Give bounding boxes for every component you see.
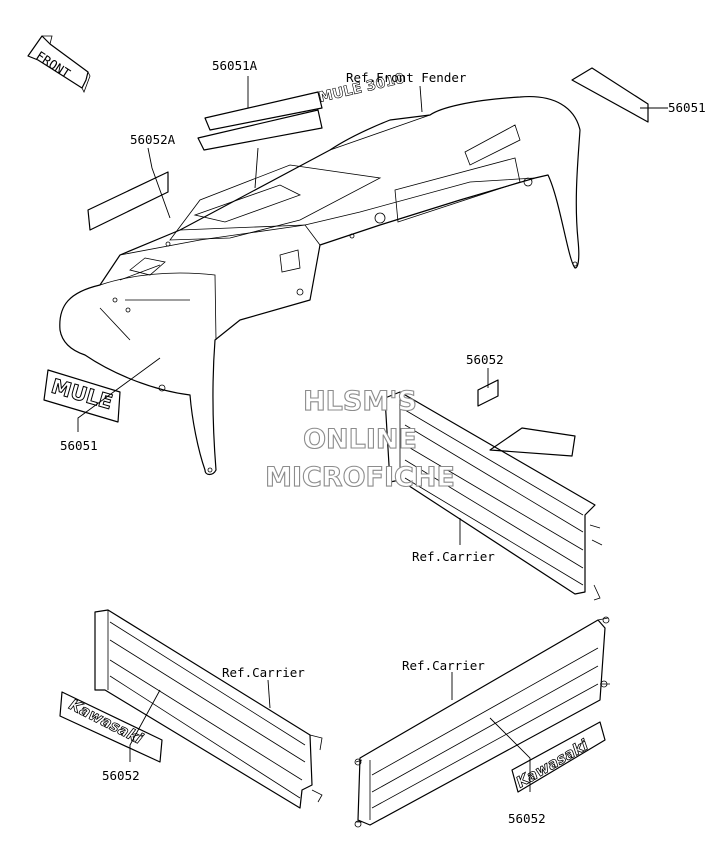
label-56051-left: 56051 (60, 438, 98, 453)
decal-strip-56052-top (477, 379, 499, 407)
leader-lines (77, 76, 668, 792)
label-56051-right: 56051 (668, 100, 706, 115)
label-56052-right: 56052 (508, 811, 546, 826)
label-56052-left: 56052 (102, 768, 140, 783)
label-ref-carrier-left: Ref.Carrier (222, 665, 305, 680)
front-fender (59, 96, 581, 476)
kawasaki-badge-left (59, 691, 163, 763)
front-arrow-icon: FRONT (27, 35, 91, 93)
label-56052-top: 56052 (466, 352, 504, 367)
decal-strip-56052a (87, 171, 169, 231)
watermark-line2: ONLINE (303, 424, 417, 455)
decal-strip-56051-right (571, 67, 649, 123)
watermark-line1: HLSM'S (303, 386, 417, 417)
kawasaki-left-text: Kawasaki (66, 696, 146, 749)
label-ref-front-fender: Ref.Front Fender (346, 70, 467, 85)
carrier-gate-left: Kawasaki (59, 609, 323, 809)
label-56052a: 56052A (130, 132, 176, 147)
kawasaki-badge-right (511, 721, 606, 793)
carrier-gate-top (384, 379, 603, 601)
label-56051a: 56051A (212, 58, 258, 73)
carrier-gate-right: Kawasaki (354, 616, 610, 828)
label-ref-carrier-right: Ref.Carrier (402, 658, 485, 673)
watermark: HLSM'S ONLINE MICROFICHE (265, 385, 456, 493)
front-label: FRONT (33, 48, 73, 81)
label-ref-carrier-top: Ref.Carrier (412, 549, 495, 564)
watermark-line3: MICROFICHE (265, 462, 455, 493)
